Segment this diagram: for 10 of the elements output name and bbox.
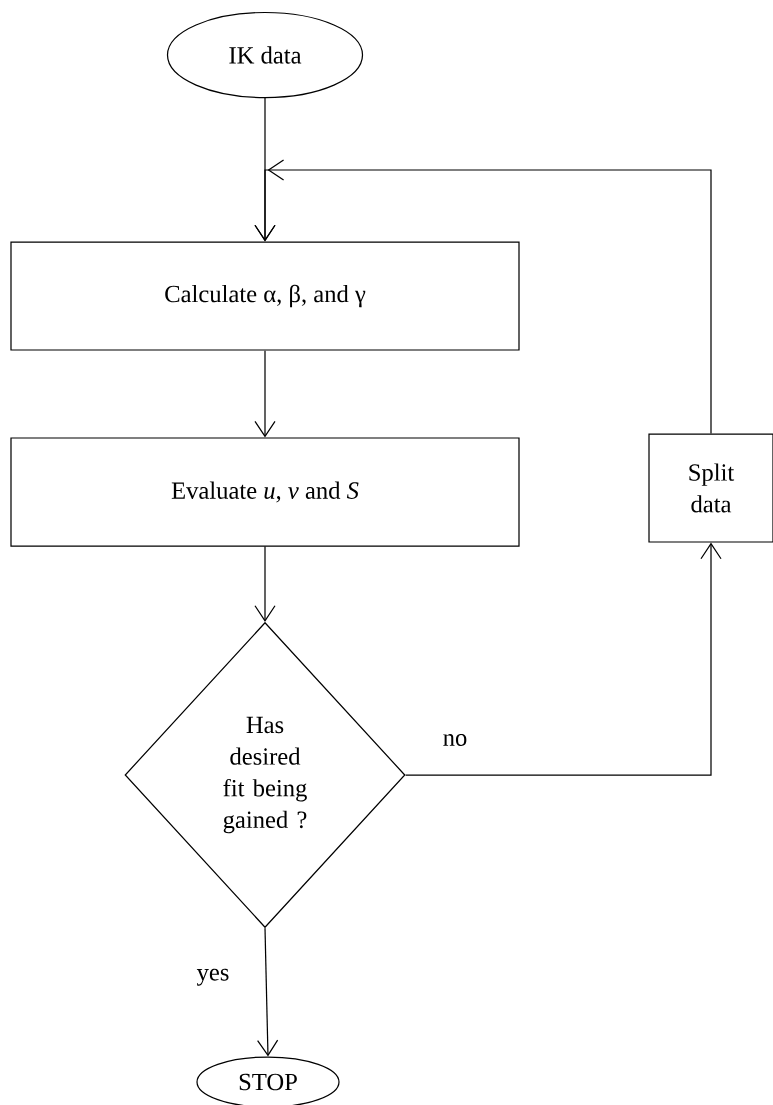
arrow [257,927,279,1057]
process-box: Evaluate u, v and S [10,437,520,547]
edge-label: yes [194,967,232,988]
arrow [405,542,722,776]
process-box: Split data [648,433,773,543]
arrow [254,159,712,434]
arrow [254,546,276,622]
arrow [254,350,276,438]
edge-label: no [440,732,470,748]
process-box: Calculate α, β, and γ [10,241,520,351]
